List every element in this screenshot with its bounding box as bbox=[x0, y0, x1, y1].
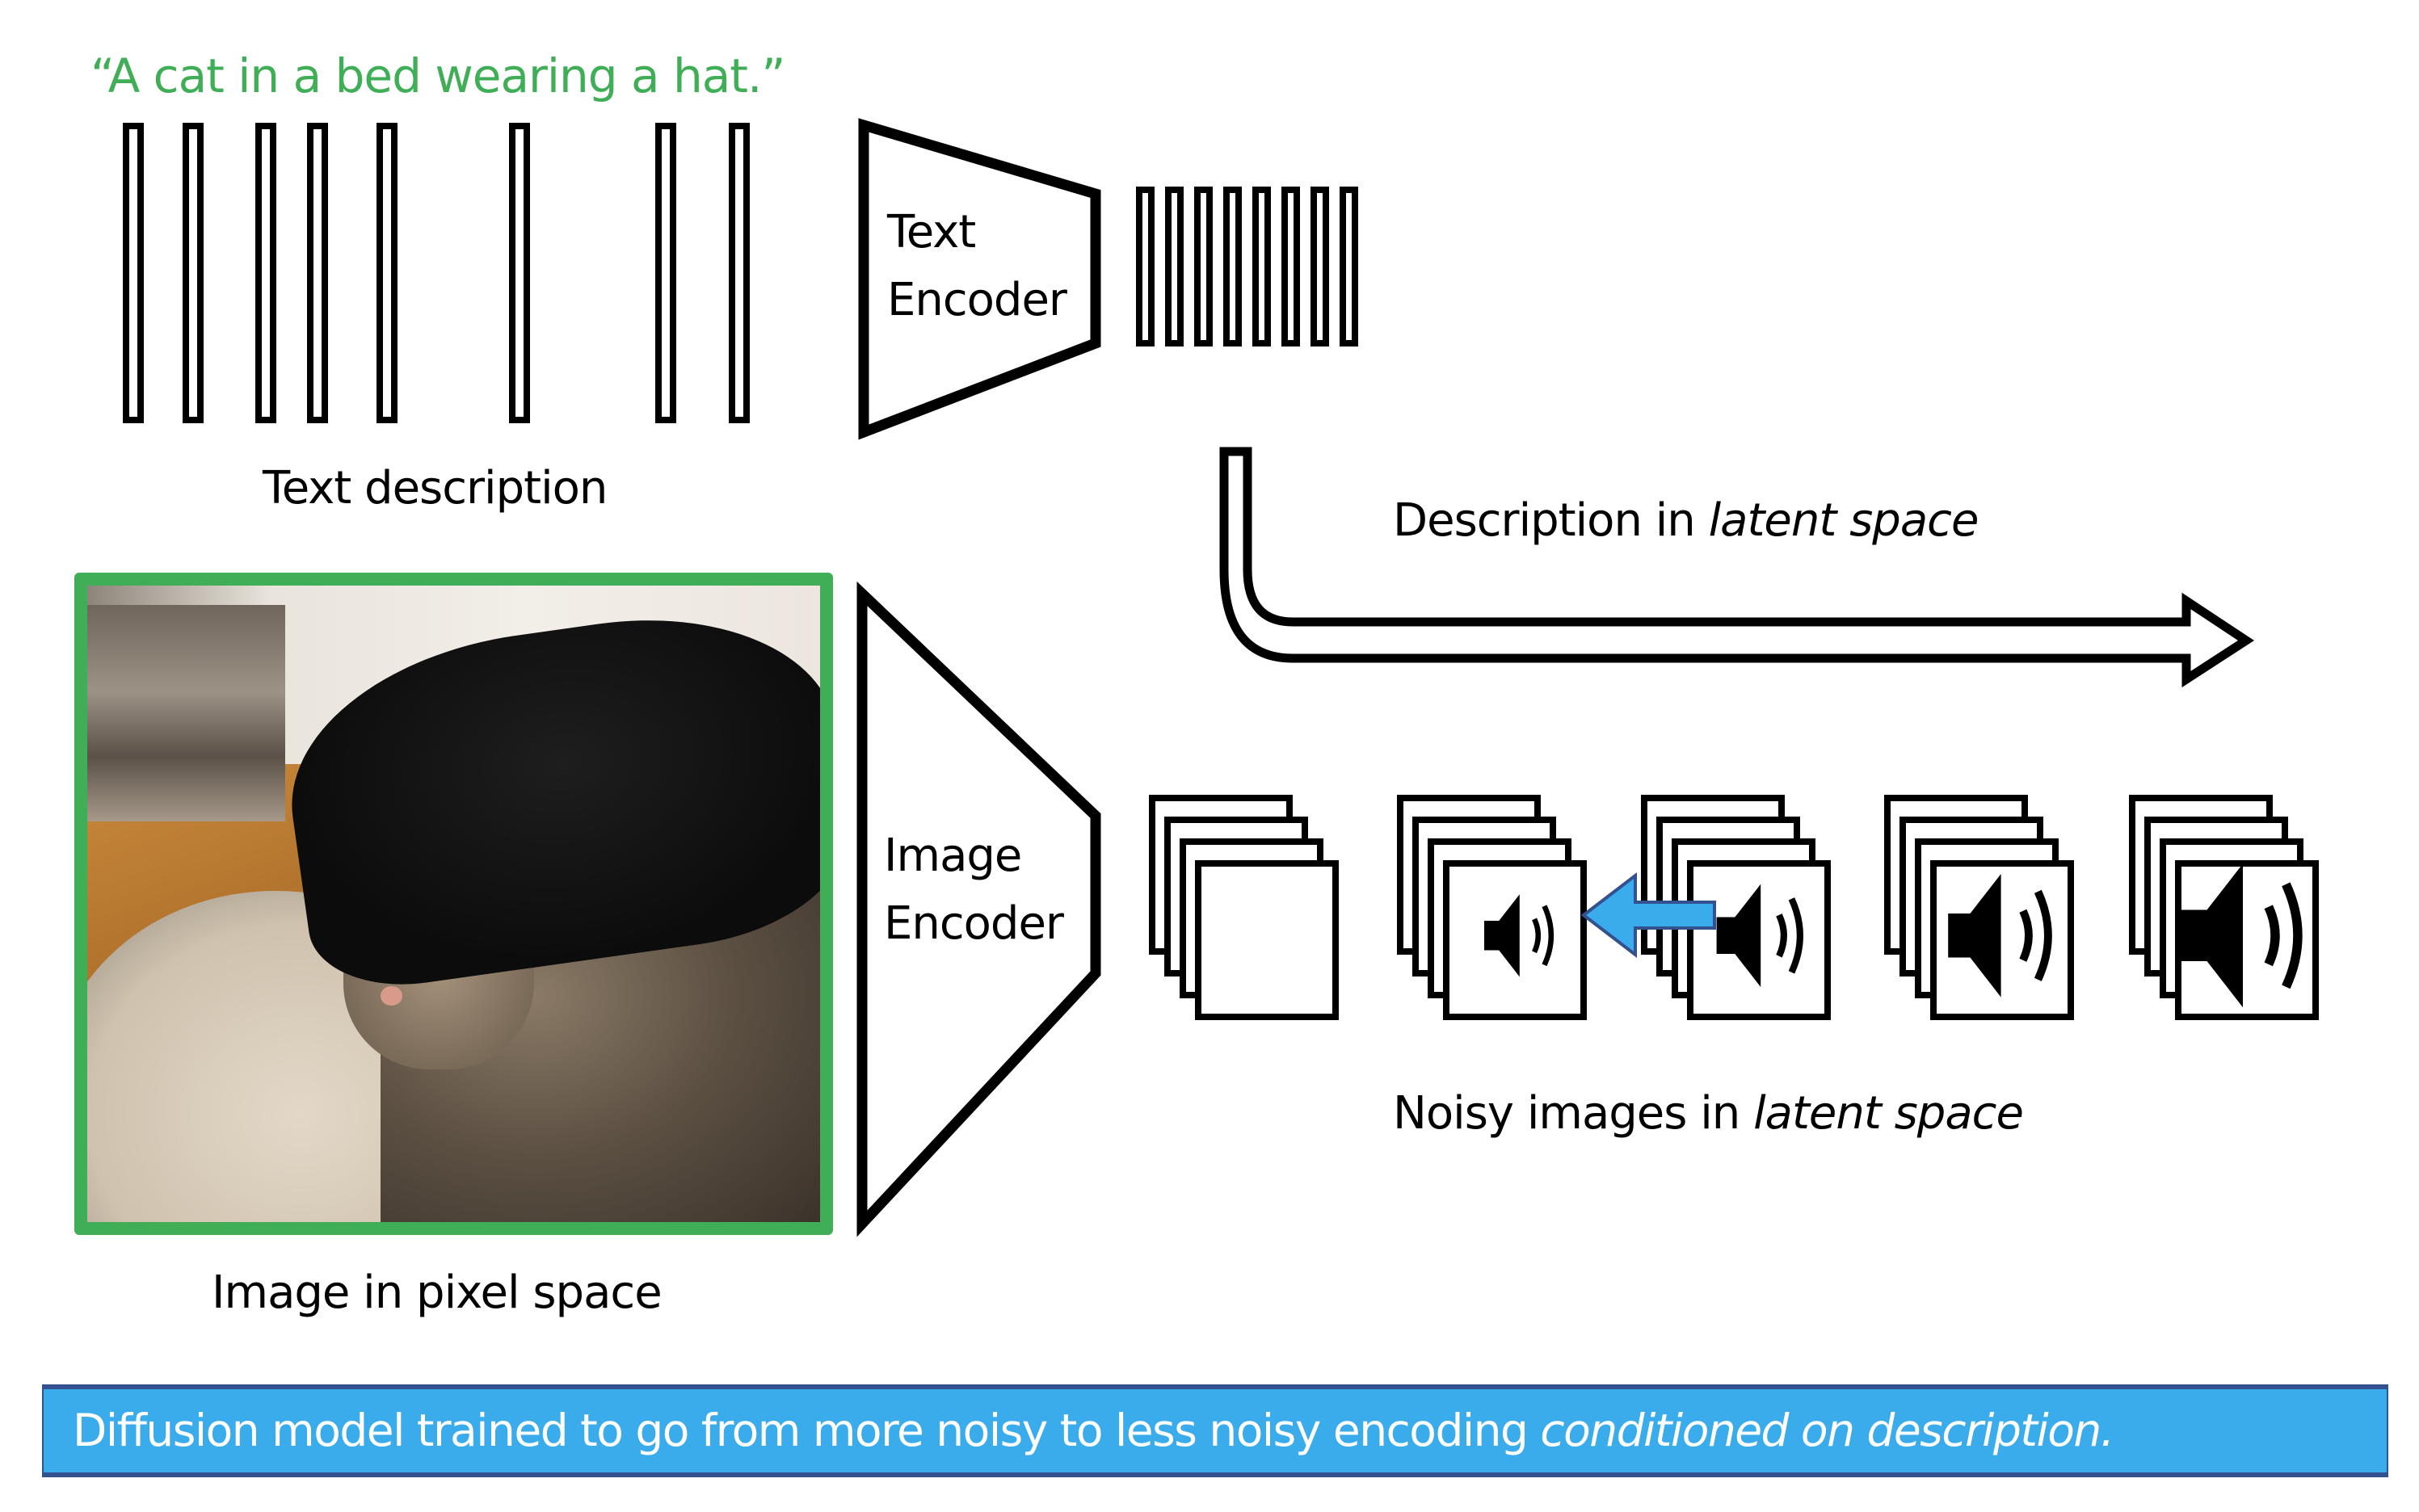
image-encoder-line1: Image bbox=[884, 830, 1022, 882]
description-arrow bbox=[1219, 447, 2255, 688]
banner-prefix: Diffusion model trained to go from more … bbox=[73, 1405, 1541, 1456]
banner-italic: conditioned on description. bbox=[1540, 1405, 2114, 1456]
noisy-latent-italic: latent space bbox=[1753, 1087, 2024, 1140]
latent-token-bar bbox=[1310, 187, 1329, 346]
latent-token-bar bbox=[1340, 187, 1358, 346]
denoise-arrow bbox=[1580, 872, 1716, 959]
noisy-stack bbox=[1641, 795, 1831, 1020]
text-description-caption: Text description bbox=[263, 462, 608, 514]
text-token-bar bbox=[377, 123, 398, 423]
latent-frame bbox=[1195, 860, 1339, 1020]
noisy-stack bbox=[1149, 795, 1339, 1020]
description-latent-italic: latent space bbox=[1708, 494, 1979, 547]
noisy-stack bbox=[1884, 795, 2074, 1020]
noisy-latent-caption: Noisy images in latent space bbox=[1393, 1087, 2024, 1140]
text-token-bar bbox=[729, 123, 750, 423]
latent-token-bar bbox=[1281, 187, 1300, 346]
latent-token-bars bbox=[1136, 187, 1358, 346]
speaker-icon bbox=[2181, 863, 2303, 1008]
photo-cat-nose bbox=[380, 986, 402, 1006]
description-latent-prefix: Description in bbox=[1393, 494, 1709, 547]
noisy-latent-prefix: Noisy images in bbox=[1393, 1087, 1754, 1140]
text-token-bars bbox=[123, 123, 750, 423]
text-token-bar bbox=[183, 123, 204, 423]
speaker-icon bbox=[1716, 884, 1803, 987]
speaker-icon bbox=[1948, 874, 2052, 998]
latent-token-bar bbox=[1165, 187, 1184, 346]
description-latent-caption: Description in latent space bbox=[1393, 494, 1979, 547]
text-token-bar bbox=[307, 123, 328, 423]
noisy-latent-stacks bbox=[1149, 795, 2319, 1020]
latent-token-bar bbox=[1136, 187, 1155, 346]
noisy-stack bbox=[1397, 795, 1587, 1020]
photo-shelf bbox=[87, 604, 285, 821]
latent-token-bar bbox=[1223, 187, 1242, 346]
text-encoder-shape bbox=[858, 118, 1101, 440]
cat-photo bbox=[74, 573, 833, 1235]
text-token-bar bbox=[123, 123, 144, 423]
latent-token-bar bbox=[1252, 187, 1271, 346]
noisy-stack bbox=[2129, 795, 2319, 1020]
summary-banner: Diffusion model trained to go from more … bbox=[42, 1384, 2388, 1477]
image-encoder-line2: Encoder bbox=[884, 897, 1064, 950]
text-encoder-label: Text Encoder bbox=[887, 199, 1067, 334]
text-token-bar bbox=[255, 123, 276, 423]
text-token-bar bbox=[509, 123, 530, 423]
image-encoder-label: Image Encoder bbox=[884, 822, 1064, 958]
text-prompt: “A cat in a bed wearing a hat.” bbox=[90, 48, 785, 103]
image-encoder-shape bbox=[856, 581, 1101, 1237]
text-token-bar bbox=[655, 123, 676, 423]
latent-token-bar bbox=[1194, 187, 1213, 346]
speaker-icon bbox=[1484, 894, 1554, 977]
text-encoder-line2: Encoder bbox=[887, 274, 1067, 326]
text-encoder-line1: Text bbox=[887, 206, 976, 258]
image-pixel-caption: Image in pixel space bbox=[212, 1266, 663, 1319]
